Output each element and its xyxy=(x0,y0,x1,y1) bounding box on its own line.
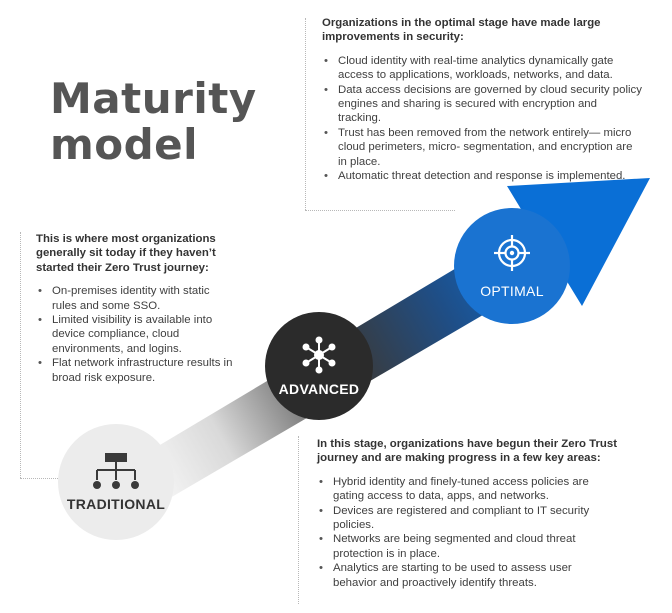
stage-label-optimal: OPTIMAL xyxy=(480,283,544,299)
network-hub-icon xyxy=(302,336,336,374)
list-item: Flat network infrastructure results in b… xyxy=(36,356,236,385)
traditional-frame-line-bottom xyxy=(20,478,60,480)
optimal-description: Organizations in the optimal stage have … xyxy=(322,16,642,184)
optimal-frame-line-bottom xyxy=(305,210,455,212)
advanced-frame-line xyxy=(298,436,300,604)
traditional-bullet-list: On-premises identity with static rules a… xyxy=(36,284,236,385)
page-title-line-2: model xyxy=(50,120,199,169)
list-item: Data access decisions are governed by cl… xyxy=(322,83,642,126)
list-item: Hybrid identity and finely-tuned access … xyxy=(317,475,617,504)
advanced-description: In this stage, organizations have begun … xyxy=(317,437,617,590)
list-item: Networks are being segmented and cloud t… xyxy=(317,532,617,561)
page-title-line-1: Maturity xyxy=(50,74,257,123)
list-item: Trust has been removed from the network … xyxy=(322,126,642,169)
stage-label-traditional: TRADITIONAL xyxy=(66,496,166,512)
traditional-heading: This is where most organizations general… xyxy=(36,233,216,274)
traditional-frame-line xyxy=(20,232,22,478)
hierarchy-icon xyxy=(93,453,139,489)
optimal-heading: Organizations in the optimal stage have … xyxy=(322,17,601,44)
stage-label-advanced: ADVANCED xyxy=(278,381,360,397)
list-item: On-premises identity with static rules a… xyxy=(36,284,236,313)
stage-traditional: TRADITIONAL xyxy=(58,424,174,540)
advanced-heading: In this stage, organizations have begun … xyxy=(317,438,617,465)
page-title: Maturity model xyxy=(50,76,290,168)
stage-advanced: ADVANCED xyxy=(265,312,373,420)
advanced-bullet-list: Hybrid identity and finely-tuned access … xyxy=(317,475,617,590)
traditional-description: This is where most organizations general… xyxy=(36,232,236,385)
optimal-bullet-list: Cloud identity with real-time analytics … xyxy=(322,54,642,184)
list-item: Devices are registered and compliant to … xyxy=(317,504,617,533)
stage-optimal: OPTIMAL xyxy=(454,208,570,324)
optimal-frame-line xyxy=(305,18,307,210)
list-item: Automatic threat detection and response … xyxy=(322,169,642,184)
target-icon xyxy=(494,235,530,271)
list-item: Limited visibility is available into dev… xyxy=(36,313,236,356)
list-item: Analytics are starting to be used to ass… xyxy=(317,561,617,590)
list-item: Cloud identity with real-time analytics … xyxy=(322,54,642,83)
